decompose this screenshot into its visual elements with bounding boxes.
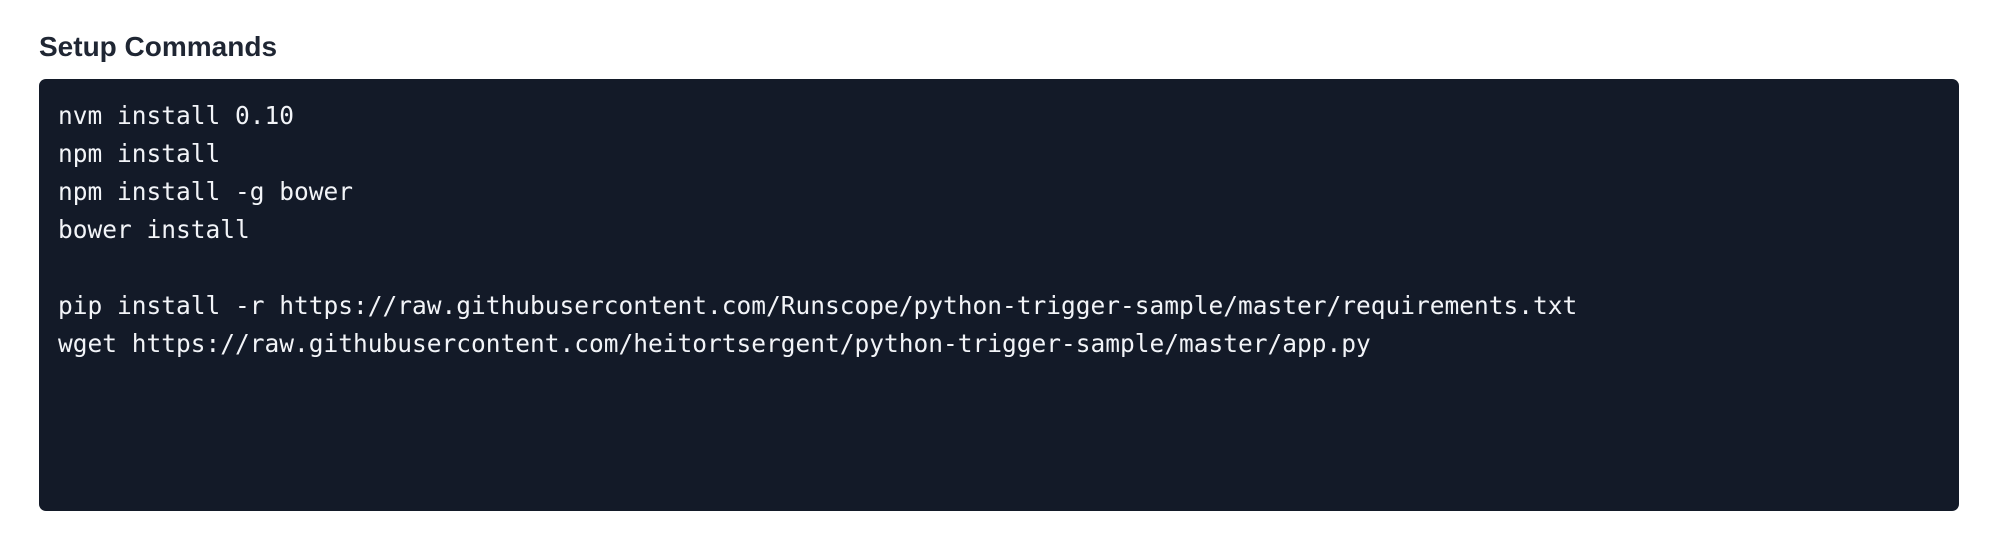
setup-commands-section: Setup Commands nvm install 0.10 npm inst… [39, 0, 1959, 511]
code-line: npm install -g bower [58, 177, 354, 206]
code-line: bower install [58, 215, 250, 244]
setup-commands-editor[interactable]: nvm install 0.10 npm install npm install… [39, 79, 1959, 511]
code-line [58, 249, 1940, 287]
code-line: npm install [58, 139, 221, 168]
code-line: pip install -r https://raw.githubusercon… [58, 291, 1578, 320]
code-line: nvm install 0.10 [58, 101, 295, 130]
code-line: wget https://raw.githubusercontent.com/h… [58, 329, 1371, 358]
section-title: Setup Commands [39, 31, 278, 62]
